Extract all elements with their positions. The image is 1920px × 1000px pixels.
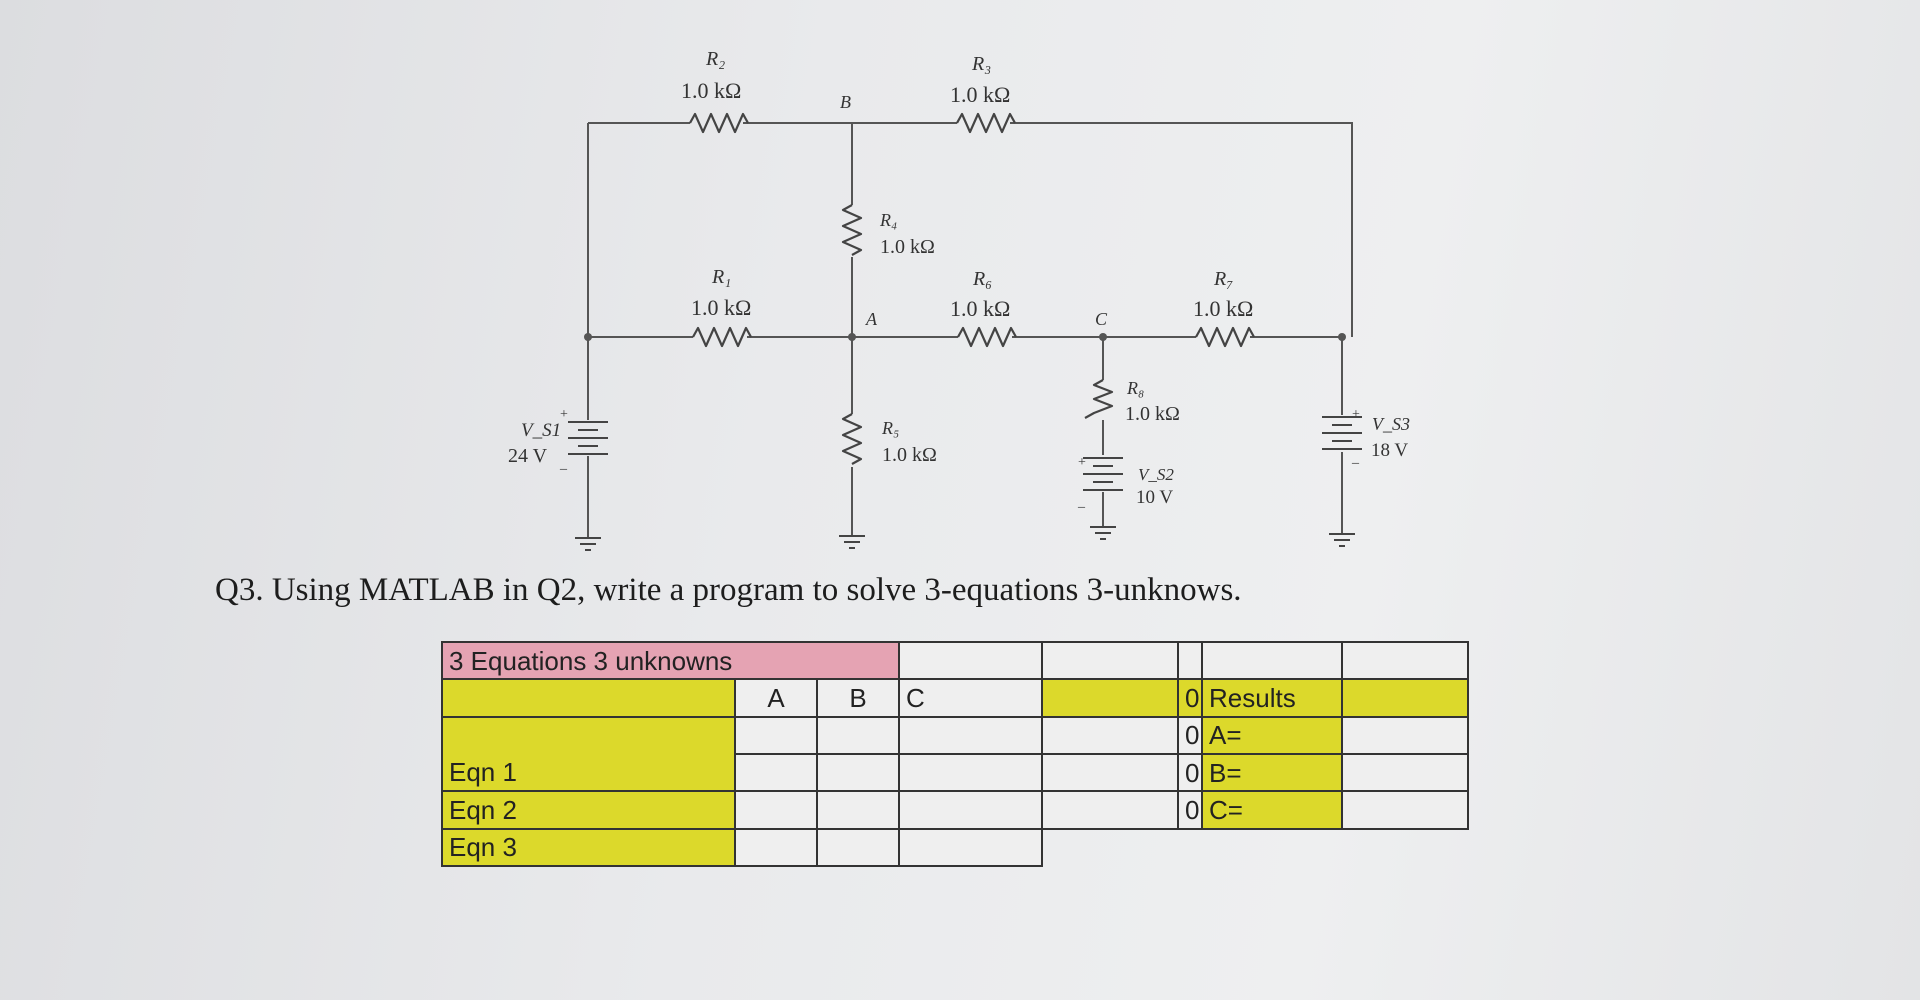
svg-text:+: + <box>1078 455 1086 470</box>
vs3-value: 18 V <box>1371 440 1408 461</box>
battery-vs2 <box>1083 457 1123 491</box>
result-b[interactable]: B= <box>1201 752 1344 793</box>
cell[interactable] <box>734 715 818 755</box>
cell[interactable] <box>898 790 1044 830</box>
node-b-label: B <box>840 92 851 112</box>
cell <box>1202 829 1342 866</box>
r8-name: R₈ <box>1126 378 1144 398</box>
cell[interactable] <box>1341 640 1470 681</box>
r3-name: R₃ <box>971 53 991 75</box>
r2-value: 1.0 kΩ <box>681 78 741 103</box>
cell[interactable] <box>1341 752 1470 793</box>
sheet-title[interactable]: 3 Equations 3 unknowns <box>440 640 901 681</box>
cell[interactable] <box>898 715 1044 755</box>
resistor-r4 <box>841 204 863 256</box>
cell[interactable] <box>1041 640 1180 681</box>
r5-name: R₅ <box>881 418 899 438</box>
node-c-label: C <box>1095 309 1108 329</box>
vs2-value: 10 V <box>1136 487 1173 508</box>
cell[interactable] <box>815 827 901 868</box>
vs2-name: V_S2 <box>1138 465 1174 484</box>
svg-text:+: + <box>560 407 568 422</box>
cell[interactable] <box>734 790 818 830</box>
r4-name: R₄ <box>879 210 897 230</box>
polarity-marks: + _ + _ + _ <box>559 407 1360 510</box>
r3-value: 1.0 kΩ <box>950 82 1010 107</box>
battery-vs3 <box>1322 416 1362 450</box>
row-label-eqn2[interactable]: Eqn 2 <box>441 790 736 830</box>
resistor-r7 <box>1195 326 1255 348</box>
cell[interactable] <box>441 678 736 718</box>
equations-table: 3 Equations 3 unknowns A B C 0 Results 0… <box>440 640 1470 868</box>
cell[interactable] <box>898 752 1044 793</box>
cell[interactable] <box>1041 752 1180 793</box>
cell[interactable] <box>1341 678 1470 718</box>
vs3-name: V_S3 <box>1372 414 1410 434</box>
r7-value: 1.0 kΩ <box>1193 296 1253 321</box>
results-header[interactable]: Results <box>1201 678 1344 718</box>
r5-value: 1.0 kΩ <box>882 444 937 466</box>
svg-text:+: + <box>1352 407 1360 422</box>
cell[interactable] <box>898 640 1044 681</box>
zero-cell[interactable]: 0 <box>1177 678 1204 718</box>
cell[interactable] <box>1041 790 1180 830</box>
cell[interactable] <box>1041 715 1180 755</box>
r4-value: 1.0 kΩ <box>880 236 935 258</box>
zero-cell[interactable]: 0 <box>1177 790 1204 830</box>
r6-name: R₆ <box>972 268 992 290</box>
cell <box>1342 829 1468 866</box>
cell[interactable] <box>441 715 736 754</box>
cell[interactable] <box>734 752 818 793</box>
cell[interactable] <box>1177 640 1204 681</box>
col-header-b[interactable]: B <box>815 678 901 718</box>
cell[interactable] <box>815 715 901 755</box>
result-a[interactable]: A= <box>1201 715 1344 755</box>
r2-name: R₂ <box>705 48 725 70</box>
col-header-a[interactable]: A <box>734 678 818 718</box>
circuit-wires <box>587 122 1353 538</box>
col-header-c[interactable]: C <box>898 678 1044 718</box>
r7-name: R₇ <box>1213 268 1233 290</box>
zero-cell[interactable]: 0 <box>1177 752 1204 793</box>
battery-vs1 <box>568 421 608 455</box>
resistor-r8 <box>1084 379 1114 419</box>
resistor-r1 <box>692 326 752 348</box>
svg-text:_: _ <box>1077 495 1086 510</box>
r6-value: 1.0 kΩ <box>950 296 1010 321</box>
resistor-r2 <box>689 112 749 134</box>
cell[interactable] <box>898 827 1044 868</box>
cell[interactable] <box>815 752 901 793</box>
resistor-r5 <box>841 413 863 465</box>
vs1-name: V_S1 <box>521 420 561 441</box>
resistor-r6 <box>957 326 1017 348</box>
node-a-label: A <box>865 309 878 329</box>
cell[interactable] <box>1201 640 1344 681</box>
cell[interactable] <box>734 827 818 868</box>
result-c[interactable]: C= <box>1201 790 1344 830</box>
zero-cell[interactable]: 0 <box>1177 715 1204 755</box>
r1-value: 1.0 kΩ <box>691 295 751 320</box>
r1-name: R₁ <box>711 266 731 288</box>
vs1-value: 24 V <box>508 445 548 467</box>
row-label-eqn3[interactable]: Eqn 3 <box>441 827 736 868</box>
row-label-eqn1[interactable]: Eqn 1 <box>441 753 736 793</box>
ground-symbols <box>575 526 1355 551</box>
cell[interactable] <box>815 790 901 830</box>
cell[interactable] <box>1341 790 1470 830</box>
cell <box>1042 829 1178 866</box>
spreadsheet: 3 Equations 3 unknowns A B C 0 Results 0… <box>440 640 1470 868</box>
junction-dots <box>584 333 1346 341</box>
svg-text:_: _ <box>1351 451 1360 466</box>
cell[interactable] <box>1041 678 1180 718</box>
r8-value: 1.0 kΩ <box>1125 403 1180 425</box>
svg-text:_: _ <box>559 457 568 472</box>
question-text: Q3. Using MATLAB in Q2, write a program … <box>215 572 1242 608</box>
cell[interactable] <box>1341 715 1470 755</box>
resistor-r3 <box>956 112 1016 134</box>
cell <box>1178 829 1202 866</box>
